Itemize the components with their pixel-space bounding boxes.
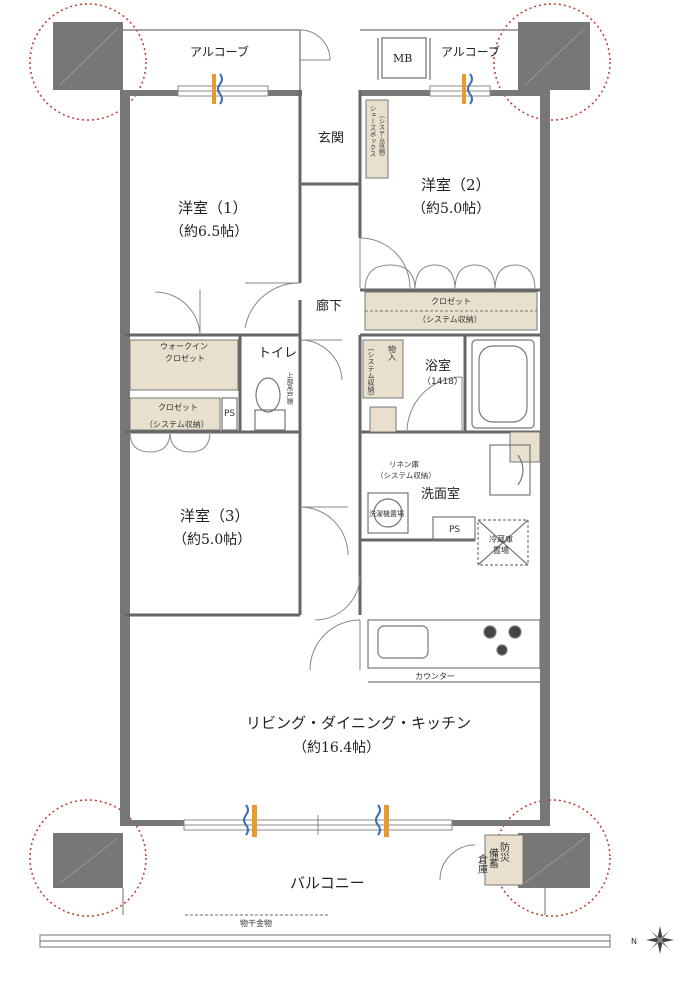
counter-label: カウンター — [415, 672, 455, 681]
vent-marks-top — [212, 73, 473, 105]
bath-size-label: （1418） — [422, 376, 463, 387]
closet2-label: クロゼット — [431, 296, 471, 306]
linen-sub-label: （システム収納） — [376, 470, 436, 480]
walkin-label-2: クロゼット — [165, 353, 205, 363]
upper-shelf-label: 上部吊戸棚 — [285, 371, 293, 406]
closet1-sub-label: （システム収納） — [145, 419, 209, 429]
interior-walls — [125, 90, 540, 617]
washroom-fixtures — [367, 444, 531, 566]
mb-label: MB — [393, 52, 412, 65]
storage-blocks — [129, 99, 541, 886]
exterior-walls — [120, 90, 550, 826]
storage-label: 物入 — [388, 344, 397, 361]
compass-icon — [646, 926, 674, 954]
room1-size: （約6.5帖） — [170, 224, 248, 240]
bousai-label-2: 備蓄 — [487, 847, 499, 868]
ps-label-2: PS — [449, 525, 460, 535]
room3-name: 洋室（3） — [180, 507, 250, 525]
toilet-fixture — [221, 377, 286, 431]
alcove-left-label: アルコーブ — [190, 44, 249, 59]
genkan-label: 玄関 — [318, 131, 344, 146]
ldk-size: （約16.4帖） — [293, 740, 380, 756]
bottom-windows — [183, 815, 453, 835]
ps-label-1: PS — [224, 409, 235, 419]
shoes-box-label: シューズボックス — [368, 105, 376, 157]
top-windows — [177, 85, 491, 97]
balcony-outline — [39, 888, 611, 948]
room2-name: 洋室（2） — [421, 176, 491, 194]
storage-sub-label: （システム収納） — [367, 344, 375, 400]
closet1-label: クロゼット — [158, 402, 198, 412]
kitchen — [367, 619, 541, 683]
north-label: N — [631, 937, 637, 946]
ldk-name: リビング・ダイニング・キッチン — [246, 714, 471, 732]
closet2-sub-label: （システム収納） — [418, 314, 482, 324]
vent-marks-bottom — [243, 804, 389, 837]
corridor-label: 廊下 — [316, 298, 342, 314]
balcony-label: バルコニー — [290, 874, 365, 892]
fridge-label-2: 置場 — [493, 545, 509, 555]
washer-label: 洗濯機置場 — [369, 509, 404, 518]
bousai-label-3: 倉庫 — [476, 853, 488, 875]
bathtub — [471, 339, 535, 429]
drying-label: 物干金物 — [240, 918, 272, 928]
shoes-box-sub-label: （システム収納） — [378, 112, 385, 160]
toilet-label: トイレ — [258, 346, 297, 361]
alcove-outline — [123, 29, 518, 92]
bousai-label-1: 防災 — [498, 841, 510, 862]
fridge-label-1: 冷蔵庫 — [489, 534, 513, 544]
bath-label: 浴室 — [425, 358, 451, 374]
labels: アルコーブ アルコーブ MB 玄関 シューズボックス （システム収納） 洋室（1… — [145, 44, 637, 946]
alcove-right-label: アルコーブ — [441, 44, 500, 59]
corner-columns — [53, 22, 590, 888]
room2-size: （約5.0帖） — [412, 201, 490, 217]
doors — [129, 237, 536, 881]
walkin-label-1: ウォークイン — [160, 342, 208, 351]
room3-size: （約5.0帖） — [173, 532, 251, 548]
linen-label: リネン庫 — [389, 459, 419, 469]
washroom-label: 洗面室 — [421, 486, 460, 502]
room1-name: 洋室（1） — [178, 199, 248, 217]
